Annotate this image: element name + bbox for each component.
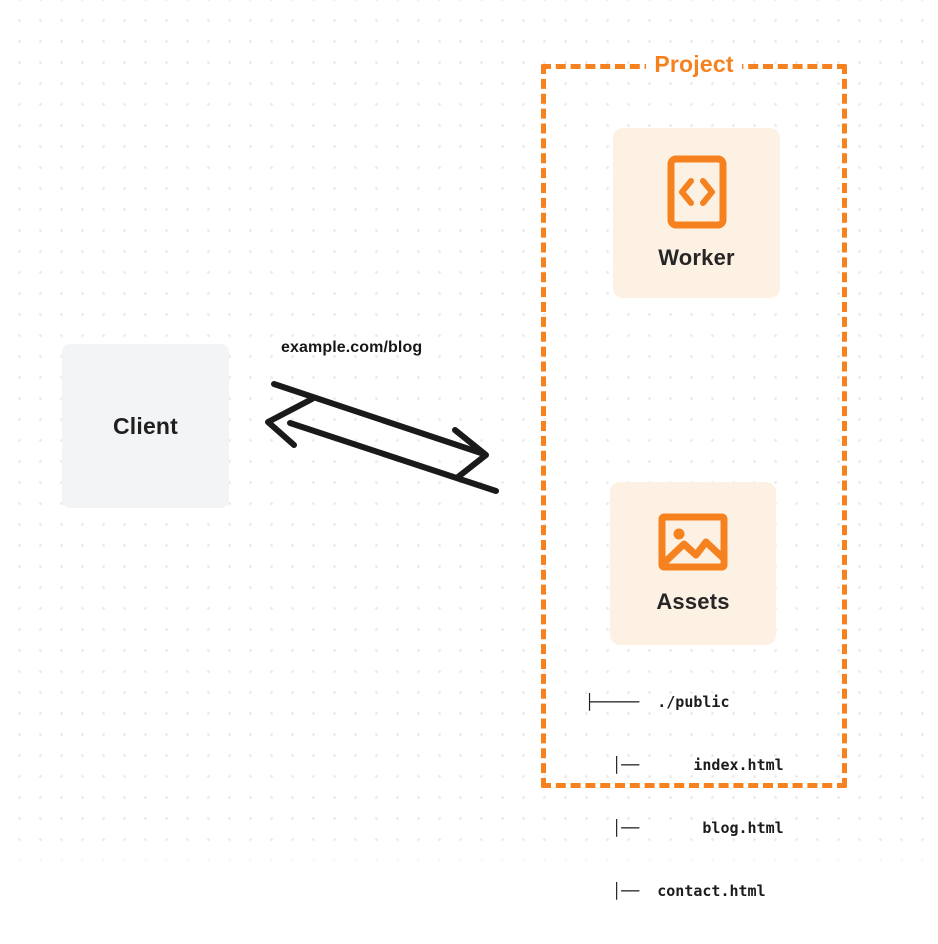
arrow-left-to-client <box>265 396 499 494</box>
assets-label: Assets <box>656 588 730 614</box>
worker-card[interactable]: Worker <box>613 128 780 298</box>
assets-file-tree: ├───── ./public │── index.html │── blog.… <box>585 650 784 944</box>
assets-card[interactable]: Assets <box>610 482 776 645</box>
diagram-canvas: Client example.com/blog Project <box>0 0 938 900</box>
tree-line-contact: │── contact.html <box>585 882 766 900</box>
image-picture-icon <box>658 513 728 571</box>
client-label: Client <box>112 412 179 439</box>
tree-line-blog: │── blog.html <box>585 819 784 837</box>
tree-line-root: ├───── ./public <box>585 693 730 711</box>
worker-label: Worker <box>658 245 735 270</box>
tree-line-index: │── index.html <box>585 756 784 774</box>
arrow-right-to-project <box>271 381 489 480</box>
request-url-label: example.com/blog <box>281 339 423 356</box>
code-brackets-icon <box>667 155 727 229</box>
client-node[interactable]: Client <box>62 344 229 508</box>
